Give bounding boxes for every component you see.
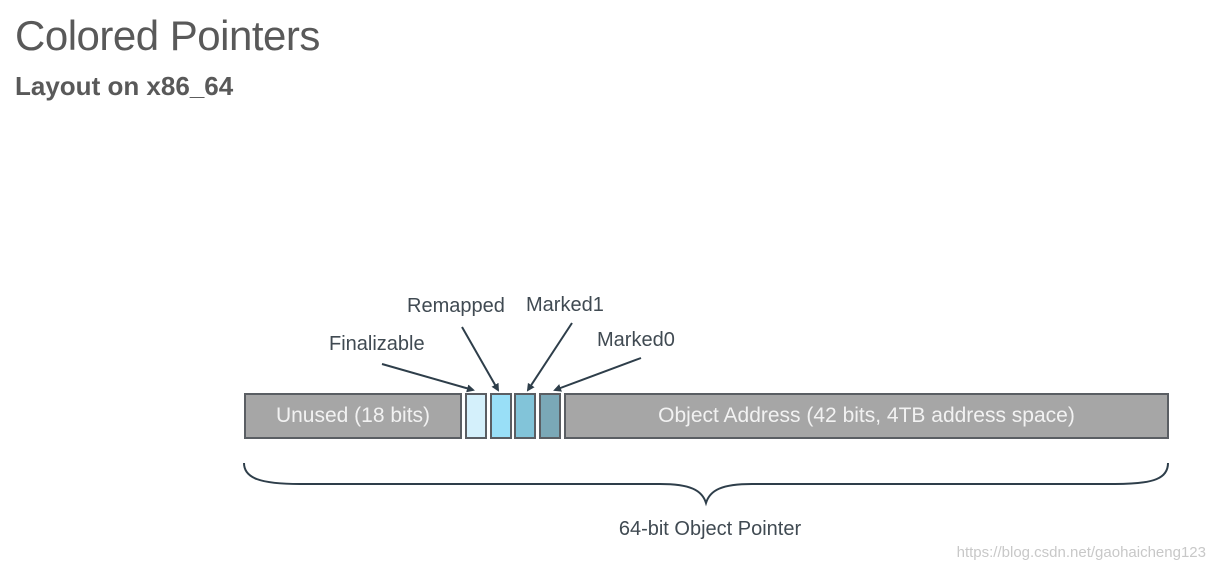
segment-unused: Unused (18 bits) [244,393,462,439]
arrow-finalizable [381,363,475,393]
watermark: https://blog.csdn.net/gaohaicheng123 [956,544,1206,561]
slide-title: Colored Pointers [15,12,320,59]
label-marked0: Marked0 [597,329,675,351]
label-marked1: Marked1 [526,294,604,316]
segment-marked0 [539,393,561,439]
segment-remapped [490,393,512,439]
label-remapped: Remapped [407,295,505,317]
arrow-marked1 [526,322,573,392]
curly-brace [243,462,1169,507]
segment-object-address-label: Object Address (42 bits, 4TB address spa… [658,404,1075,427]
segment-object-address: Object Address (42 bits, 4TB address spa… [564,393,1169,439]
label-finalizable: Finalizable [329,333,425,355]
slide-subtitle: Layout on x86_64 [15,71,234,101]
segment-unused-label: Unused (18 bits) [275,404,431,427]
pointer-caption: 64-bit Object Pointer [618,518,802,540]
arrow-remapped [461,326,499,392]
segment-finalizable [465,393,487,439]
segment-marked1 [514,393,536,439]
arrow-marked0 [553,357,642,392]
